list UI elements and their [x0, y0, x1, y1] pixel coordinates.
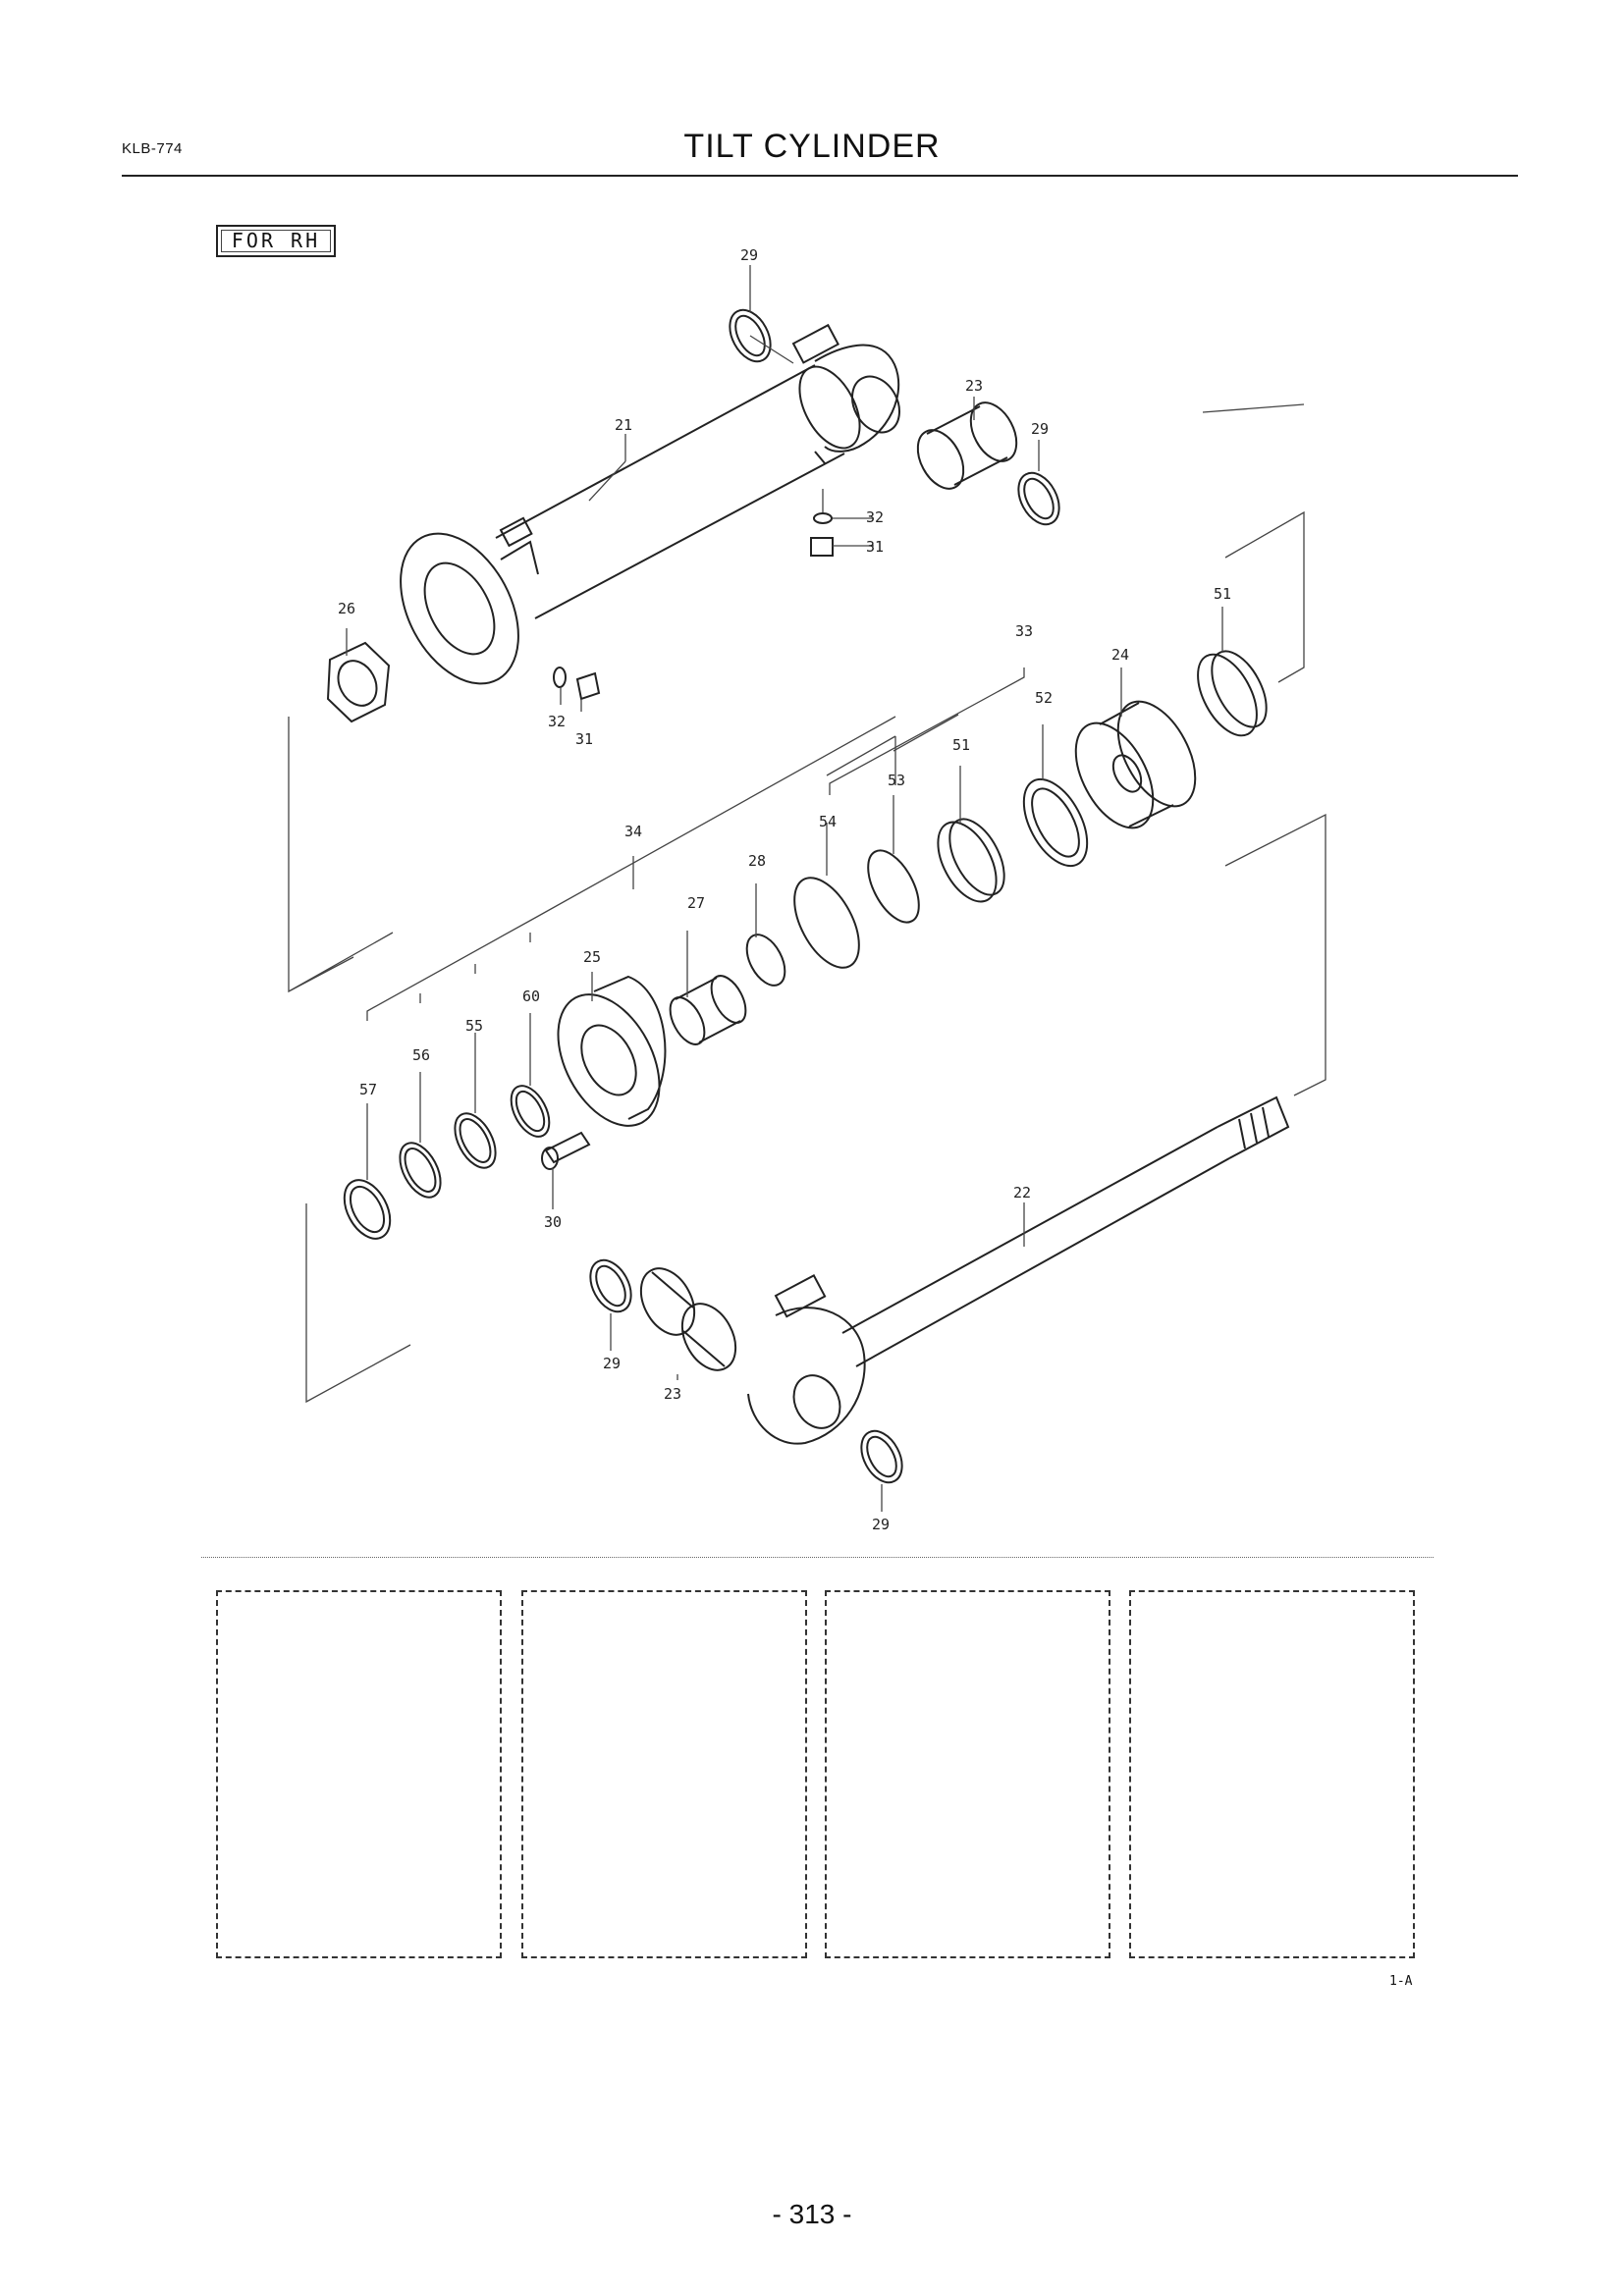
callout-53: 53: [888, 772, 905, 789]
ring-28: [745, 934, 786, 987]
sheet-code: 1-A: [1389, 1974, 1413, 1989]
callout-24: 24: [1111, 646, 1129, 664]
callout-29-lower-left: 29: [603, 1355, 621, 1372]
callout-34: 34: [624, 823, 642, 840]
callout-60: 60: [522, 988, 540, 1005]
callout-29-bottom: 29: [872, 1516, 890, 1533]
exploded-parts-diagram: 29 21 23 29 32 31 26 32 31 33 51 24 52 5…: [288, 246, 1326, 1533]
page-title: TILT CYLINDER: [683, 128, 941, 165]
o-ring-53: [867, 849, 920, 924]
callout-26: 26: [338, 600, 355, 617]
callout-23-lower: 23: [664, 1385, 681, 1403]
header-rule: [122, 175, 1518, 177]
callout-54: 54: [819, 813, 837, 830]
callout-31-top: 31: [866, 538, 884, 556]
callout-33: 33: [1015, 622, 1033, 640]
piston-seal-52: [1022, 777, 1089, 868]
blank-panel-4: [1129, 1590, 1415, 1958]
callout-22: 22: [1013, 1184, 1031, 1201]
callout-29-right: 29: [1031, 420, 1049, 438]
blank-panel-2: [521, 1590, 807, 1958]
bushing-upper: [916, 401, 1018, 490]
callout-23-top: 23: [965, 377, 983, 395]
callout-21: 21: [615, 416, 632, 434]
piston-rod: [747, 1095, 1290, 1445]
blank-panel-3: [825, 1590, 1110, 1958]
callout-51-top: 51: [1214, 585, 1231, 603]
seal-ring-29-right: [1017, 471, 1060, 526]
callout-52: 52: [1035, 689, 1053, 707]
callout-27: 27: [687, 894, 705, 912]
callout-28: 28: [748, 852, 766, 870]
blank-panel-1: [216, 1590, 502, 1958]
callout-25: 25: [583, 948, 601, 966]
callout-30: 30: [544, 1213, 562, 1231]
callout-32-top: 32: [866, 508, 884, 526]
callout-51-bottom: 51: [952, 736, 970, 754]
wear-ring-51: [1197, 653, 1258, 737]
page-number: - 313 -: [772, 2199, 852, 2229]
cylinder-tube: [400, 323, 900, 685]
callout-57: 57: [359, 1081, 377, 1098]
piston: [1074, 700, 1197, 829]
lock-nut: [326, 641, 391, 723]
callout-29-top: 29: [740, 246, 758, 264]
callout-56: 56: [412, 1046, 430, 1064]
document-code: KLB-774: [122, 140, 183, 157]
section-divider: [201, 1557, 1434, 1558]
callout-55: 55: [465, 1017, 483, 1035]
callout-32-bottom: 32: [548, 713, 566, 730]
wear-ring-51b: [937, 821, 998, 903]
seal-ring-29-top: [729, 308, 772, 363]
variant-label: FOR RH: [216, 225, 336, 257]
rod-cover: [557, 975, 667, 1127]
backup-ring-54: [793, 877, 860, 969]
callout-31-bottom: 31: [575, 730, 593, 748]
